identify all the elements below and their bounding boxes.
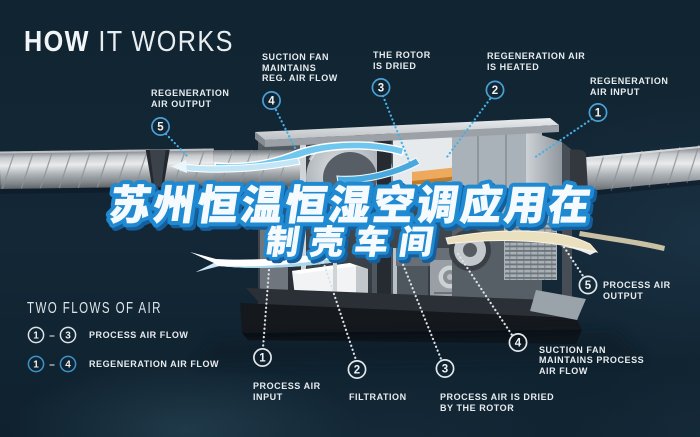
svg-text:1: 1 xyxy=(595,108,602,120)
svg-text:3: 3 xyxy=(442,364,448,376)
svg-text:–: – xyxy=(49,359,55,370)
svg-text:4: 4 xyxy=(268,96,275,108)
svg-text:1: 1 xyxy=(33,331,39,342)
svg-text:3: 3 xyxy=(378,83,384,95)
svg-text:5: 5 xyxy=(585,280,592,292)
svg-text:5: 5 xyxy=(157,122,164,134)
svg-text:2: 2 xyxy=(492,85,498,97)
svg-text:1: 1 xyxy=(33,360,39,371)
svg-text:–: – xyxy=(49,330,55,341)
svg-text:4: 4 xyxy=(515,338,522,350)
svg-text:3: 3 xyxy=(65,331,71,342)
svg-text:1: 1 xyxy=(259,353,266,365)
svg-text:4: 4 xyxy=(65,360,71,371)
svg-text:2: 2 xyxy=(354,365,360,377)
